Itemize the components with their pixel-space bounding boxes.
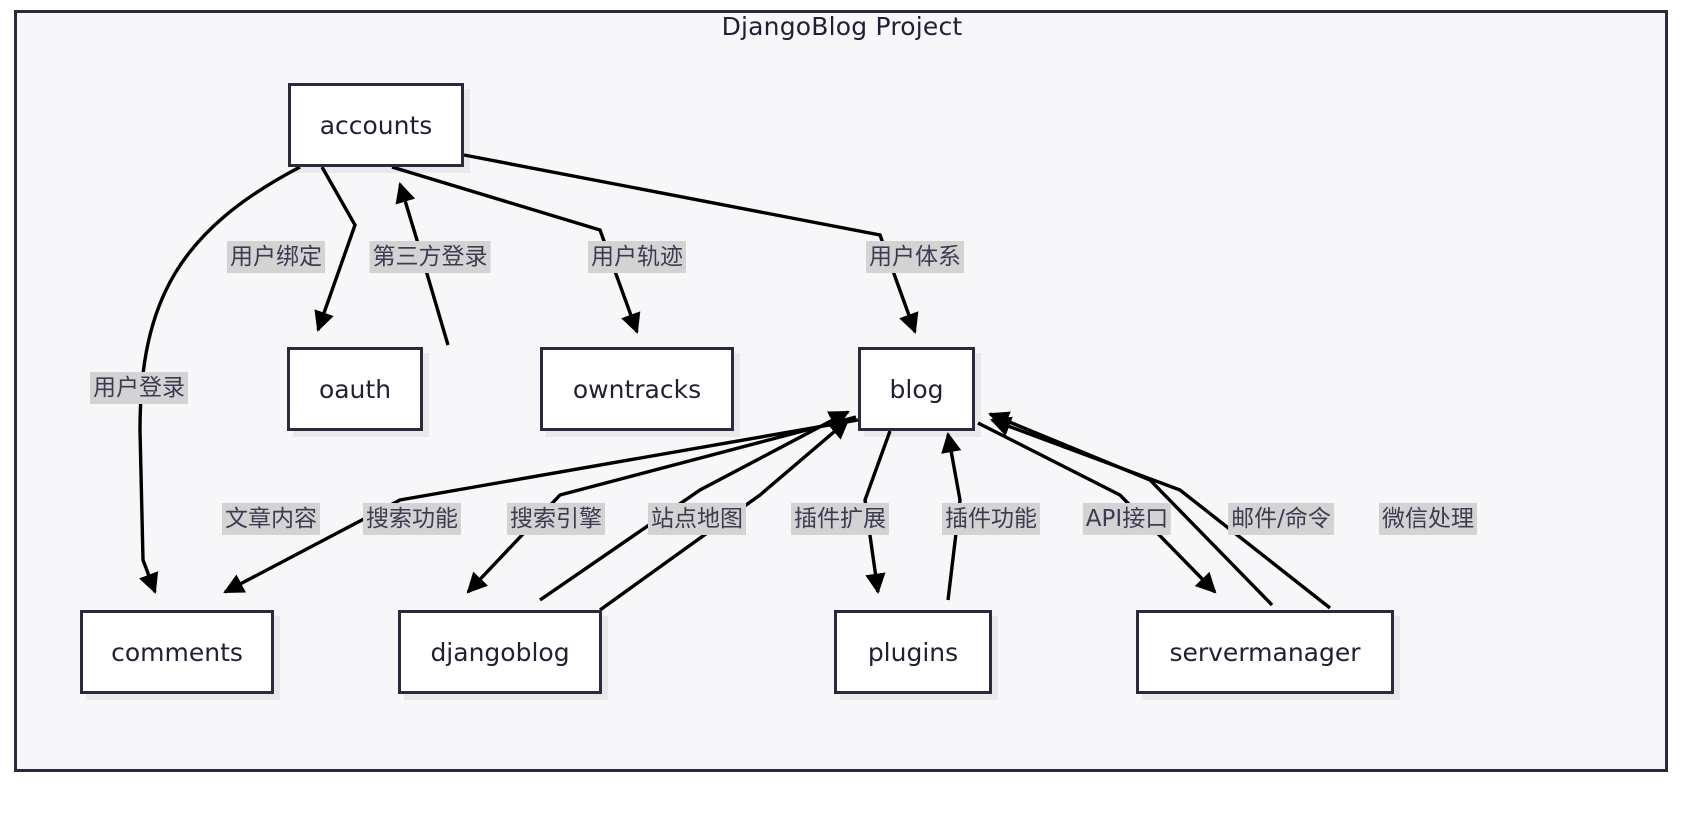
- edge-label-user-login: 用户登录: [90, 372, 188, 404]
- edge-label-sitemap: 站点地图: [648, 503, 746, 535]
- edge-label-api-interface: API接口: [1082, 503, 1172, 535]
- edge-label-search-engine: 搜索引擎: [507, 503, 605, 535]
- node-plugins[interactable]: plugins: [834, 610, 992, 694]
- diagram-title: DjangoBlog Project: [721, 12, 963, 41]
- node-servermanager[interactable]: servermanager: [1136, 610, 1394, 694]
- edge-label-search-function: 搜索功能: [363, 503, 461, 535]
- node-accounts[interactable]: accounts: [288, 83, 464, 167]
- node-djangoblog[interactable]: djangoblog: [398, 610, 602, 694]
- node-owntracks[interactable]: owntracks: [540, 347, 734, 431]
- node-comments[interactable]: comments: [80, 610, 274, 694]
- edge-label-plugin-function: 插件功能: [942, 503, 1040, 535]
- edge-label-user-system: 用户体系: [866, 241, 964, 273]
- edge-label-article-content: 文章内容: [222, 503, 320, 535]
- edge-label-user-trajectory: 用户轨迹: [588, 241, 686, 273]
- edge-label-mail-command: 邮件/命令: [1228, 503, 1334, 535]
- edge-label-third-party-login: 第三方登录: [369, 241, 491, 273]
- edge-label-wechat-handling: 微信处理: [1379, 503, 1477, 535]
- edge-label-plugin-extension: 插件扩展: [791, 503, 889, 535]
- node-blog[interactable]: blog: [858, 347, 975, 431]
- node-oauth[interactable]: oauth: [287, 347, 423, 431]
- edge-label-user-binding: 用户绑定: [227, 241, 325, 273]
